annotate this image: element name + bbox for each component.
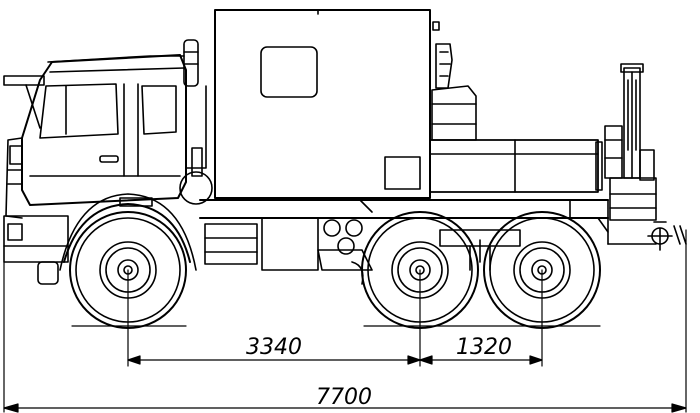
cab-front-window xyxy=(39,83,119,139)
truck-cab xyxy=(3,54,197,285)
dimension-lines xyxy=(3,229,687,413)
rear-platform xyxy=(429,43,603,193)
exhaust-stack xyxy=(179,39,213,205)
dimension-label-overall-length: 7700 xyxy=(316,385,372,410)
dimension-label-wheelbase-rear: 1320 xyxy=(456,335,512,360)
cab-rear-window xyxy=(141,85,177,135)
body-hatch xyxy=(384,156,421,190)
dimension-label-wheelbase-front: 3340 xyxy=(246,335,302,360)
body-window xyxy=(260,46,318,98)
rear-crane xyxy=(604,63,687,251)
module-body xyxy=(214,9,440,199)
